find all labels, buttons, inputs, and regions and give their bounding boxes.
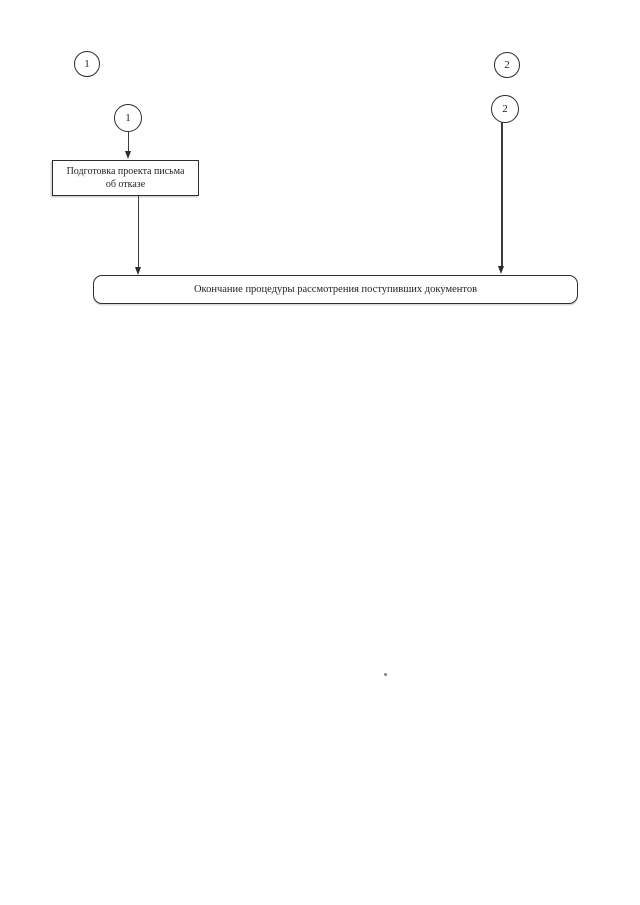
- offpage-connector-1-top: 1: [74, 51, 100, 77]
- edge-connector1-to-process-arrowhead-icon: [124, 151, 131, 159]
- process-node-draft-refusal-letter: Подготовка проекта письма об отказе: [52, 160, 199, 196]
- offpage-connector-1-flow: 1: [114, 104, 142, 132]
- edge-connector2-to-terminator-line: [501, 122, 503, 267]
- offpage-connector-2-top: 2: [494, 52, 520, 78]
- connector-label: 2: [502, 103, 508, 115]
- edge-process-to-terminator-arrowhead-icon: [134, 267, 141, 275]
- process-node-label-line1: Подготовка проекта письма: [66, 166, 185, 177]
- terminator-node-end-of-procedure: Окончание процедуры рассмотрения поступи…: [93, 275, 578, 304]
- edge-process-to-terminator-line: [137, 196, 139, 268]
- process-node-label-line2: об отказе: [105, 179, 146, 190]
- offpage-connector-2-flow: 2: [491, 95, 519, 123]
- edge-connector1-to-process-line: [127, 132, 129, 152]
- connector-label: 2: [504, 59, 510, 71]
- connector-label: 1: [84, 58, 90, 70]
- connector-label: 1: [125, 112, 131, 124]
- scan-artifact-dot: [384, 673, 387, 676]
- edge-connector2-to-terminator-arrowhead-icon: [498, 266, 505, 274]
- terminator-node-label: Окончание процедуры рассмотрения поступи…: [193, 284, 478, 295]
